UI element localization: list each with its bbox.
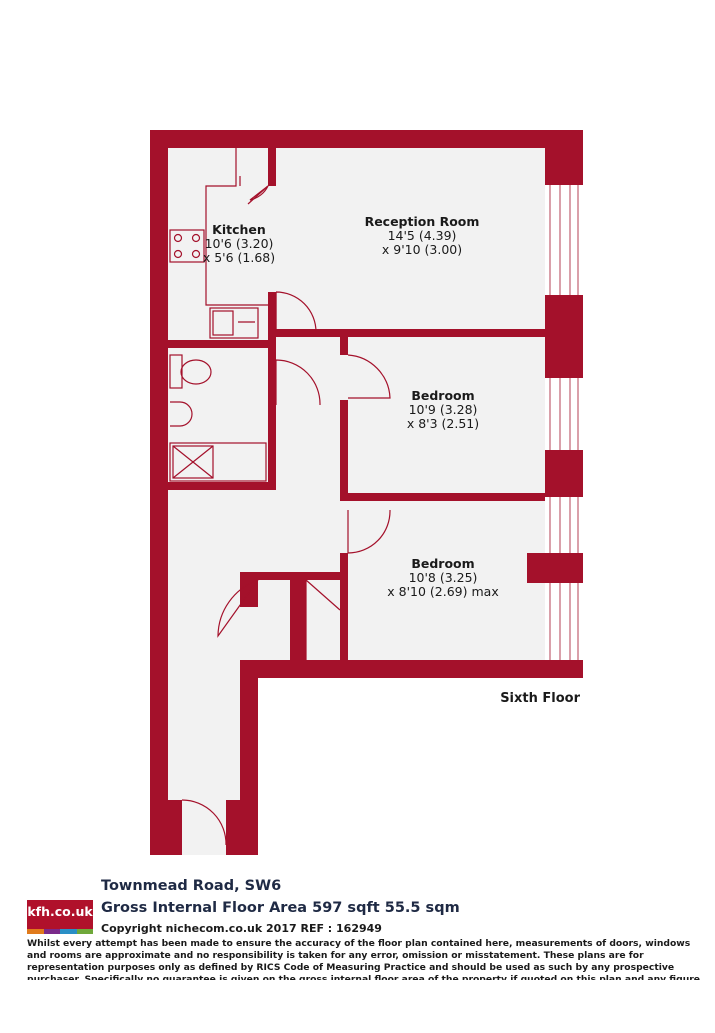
logo-stripe-orange: [27, 929, 44, 934]
room-reception-dim1: 14'5 (4.39): [388, 228, 457, 243]
windows: [527, 148, 583, 660]
logo-text: kfh.co.uk: [27, 904, 93, 919]
room-reception-dim2: x 9'10 (3.00): [382, 242, 462, 257]
logo-stripe-purple: [43, 929, 60, 934]
room-kitchen-name: Kitchen: [212, 222, 266, 237]
room-bedroom1-label: Bedroom 10'9 (3.28) x 8'3 (2.51): [407, 388, 479, 431]
room-bedroom1-dim1: 10'9 (3.28): [409, 402, 478, 417]
doors: [181, 176, 391, 846]
room-bedroom1-dim2: x 8'3 (2.51): [407, 416, 479, 431]
room-kitchen-dim1: 10'6 (3.20): [205, 236, 274, 251]
bathroom-fixtures: [169, 354, 267, 482]
floor-label: Sixth Floor: [500, 691, 580, 706]
room-bedroom2-dim1: 10'8 (3.25): [409, 570, 478, 585]
logo-stripe-green: [76, 929, 93, 934]
copyright-text: Copyright nichecom.co.uk 2017 REF : 1629…: [101, 922, 382, 935]
disclaimer-text: Whilst every attempt has been made to en…: [27, 938, 701, 980]
room-bedroom2-name: Bedroom: [411, 556, 474, 571]
kitchen-fixtures: [169, 148, 268, 339]
logo-stripe: [27, 929, 93, 934]
floor-area-text: Gross Internal Floor Area 597 sqft 55.5 …: [101, 900, 460, 916]
room-kitchen-label: Kitchen 10'6 (3.20) x 5'6 (1.68): [203, 222, 275, 265]
kfh-logo[interactable]: kfh.co.uk: [27, 900, 93, 934]
room-bedroom2-dim2: x 8'10 (2.69) max: [387, 584, 498, 599]
floor-plan: Kitchen 10'6 (3.20) x 5'6 (1.68) Recepti…: [150, 130, 583, 855]
room-kitchen-dim2: x 5'6 (1.68): [203, 250, 275, 265]
room-bedroom1-name: Bedroom: [411, 388, 474, 403]
logo-stripe-blue: [60, 929, 77, 934]
room-bedroom2-label: Bedroom 10'8 (3.25) x 8'10 (2.69) max: [387, 556, 498, 599]
floor-area: [168, 148, 545, 855]
property-address: Townmead Road, SW6: [101, 878, 282, 894]
room-reception-label: Reception Room 14'5 (4.39) x 9'10 (3.00): [365, 214, 480, 257]
room-reception-name: Reception Room: [365, 214, 480, 229]
